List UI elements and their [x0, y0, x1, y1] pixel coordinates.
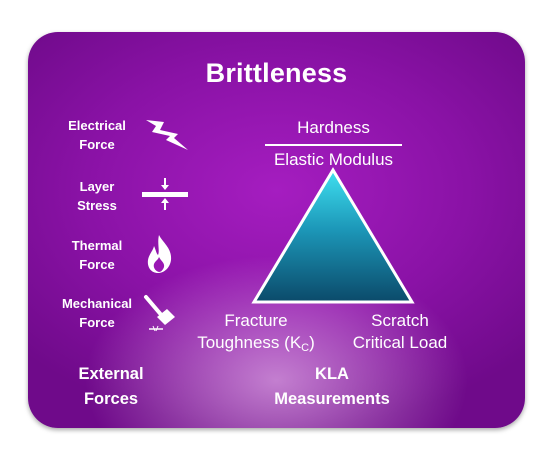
- flame-icon: [147, 235, 172, 273]
- brittleness-panel: [28, 32, 525, 428]
- layer-stress-icon: [142, 178, 188, 210]
- thermal-force-label: Thermal Force: [71, 238, 123, 272]
- kla-measurements-label: KLA Measurements: [274, 365, 390, 408]
- brittleness-triangle: [251, 167, 415, 304]
- mechanical-force-label: Mechanical Force: [61, 296, 133, 330]
- ratio-numerator: Hardness: [297, 118, 370, 137]
- ratio-divider: [265, 144, 402, 146]
- hammer-icon: [144, 295, 175, 332]
- layer-stress-label: Layer Stress: [77, 179, 117, 213]
- page-title: Brittleness: [205, 58, 348, 88]
- lightning-icon: [146, 120, 188, 150]
- electrical-force-label: Electrical Force: [68, 118, 126, 152]
- fracture-toughness-label: Fracture Toughness (KC): [197, 311, 315, 354]
- ratio-denominator: Elastic Modulus: [273, 150, 394, 169]
- external-forces-label: External Forces: [78, 365, 144, 408]
- scratch-critical-load-label: Scratch Critical Load: [352, 311, 448, 352]
